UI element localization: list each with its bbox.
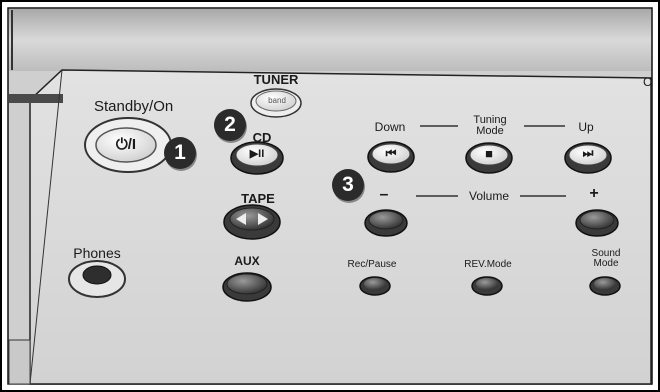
play-pause-icon[interactable]: ▶II: [249, 148, 265, 160]
rec-pause-button: [364, 278, 386, 290]
aux-button: [226, 273, 268, 295]
rec-pause-label: Rec/Pause: [347, 259, 397, 270]
skip-forward-icon[interactable]: ⏭: [582, 146, 594, 160]
tuning-up-label: Up: [578, 120, 594, 134]
callout-2: 2: [214, 109, 246, 141]
tuner-label: TUNER: [253, 72, 299, 87]
rev-mode-button: [476, 278, 498, 290]
top-band: [9, 9, 651, 71]
volume-label: Volume: [468, 189, 510, 203]
tuning-mode-button: [469, 144, 509, 166]
edge-label: C: [643, 75, 652, 89]
aux-label: AUX: [234, 254, 260, 268]
tuning-mode-label-line1: Tuning: [473, 114, 507, 126]
cd-label: CD: [252, 130, 272, 145]
volume-down-button: [368, 210, 404, 230]
tuning-up-button: [568, 144, 608, 166]
left-trim-bar: [9, 94, 63, 103]
sound-mode-button: [594, 278, 616, 290]
volume-minus-label: –: [379, 186, 389, 203]
sound-mode-label-line2: Mode: [593, 258, 619, 269]
volume-up-button: [579, 210, 615, 230]
stop-icon[interactable]: ■: [485, 146, 493, 161]
sound-mode-label-line1: Sound: [591, 248, 621, 259]
callout-3: 3: [332, 169, 364, 201]
standby-on-label: Standby/On: [94, 98, 174, 115]
standby-power-icon[interactable]: ⏻/I: [115, 136, 137, 153]
skip-back-icon[interactable]: ⏮: [385, 146, 397, 160]
callout-1: 1: [164, 137, 196, 169]
tuner-band-button: [255, 90, 297, 112]
tuner-band-label[interactable]: band: [268, 96, 286, 105]
tape-button: [229, 207, 275, 231]
tape-label: TAPE: [241, 191, 275, 206]
phones-jack: [82, 265, 112, 285]
cd-play-pause-button: [235, 143, 279, 167]
tuning-mode-label-line2: Mode: [476, 125, 504, 137]
rev-mode-label: REV.Mode: [464, 259, 512, 270]
tuning-down-button: [371, 143, 411, 165]
volume-plus-label: +: [589, 185, 599, 202]
phones-label: Phones: [73, 245, 121, 261]
tuning-down-label: Down: [374, 120, 406, 134]
standby-on-button: [95, 127, 157, 163]
panel-face: [29, 69, 652, 385]
